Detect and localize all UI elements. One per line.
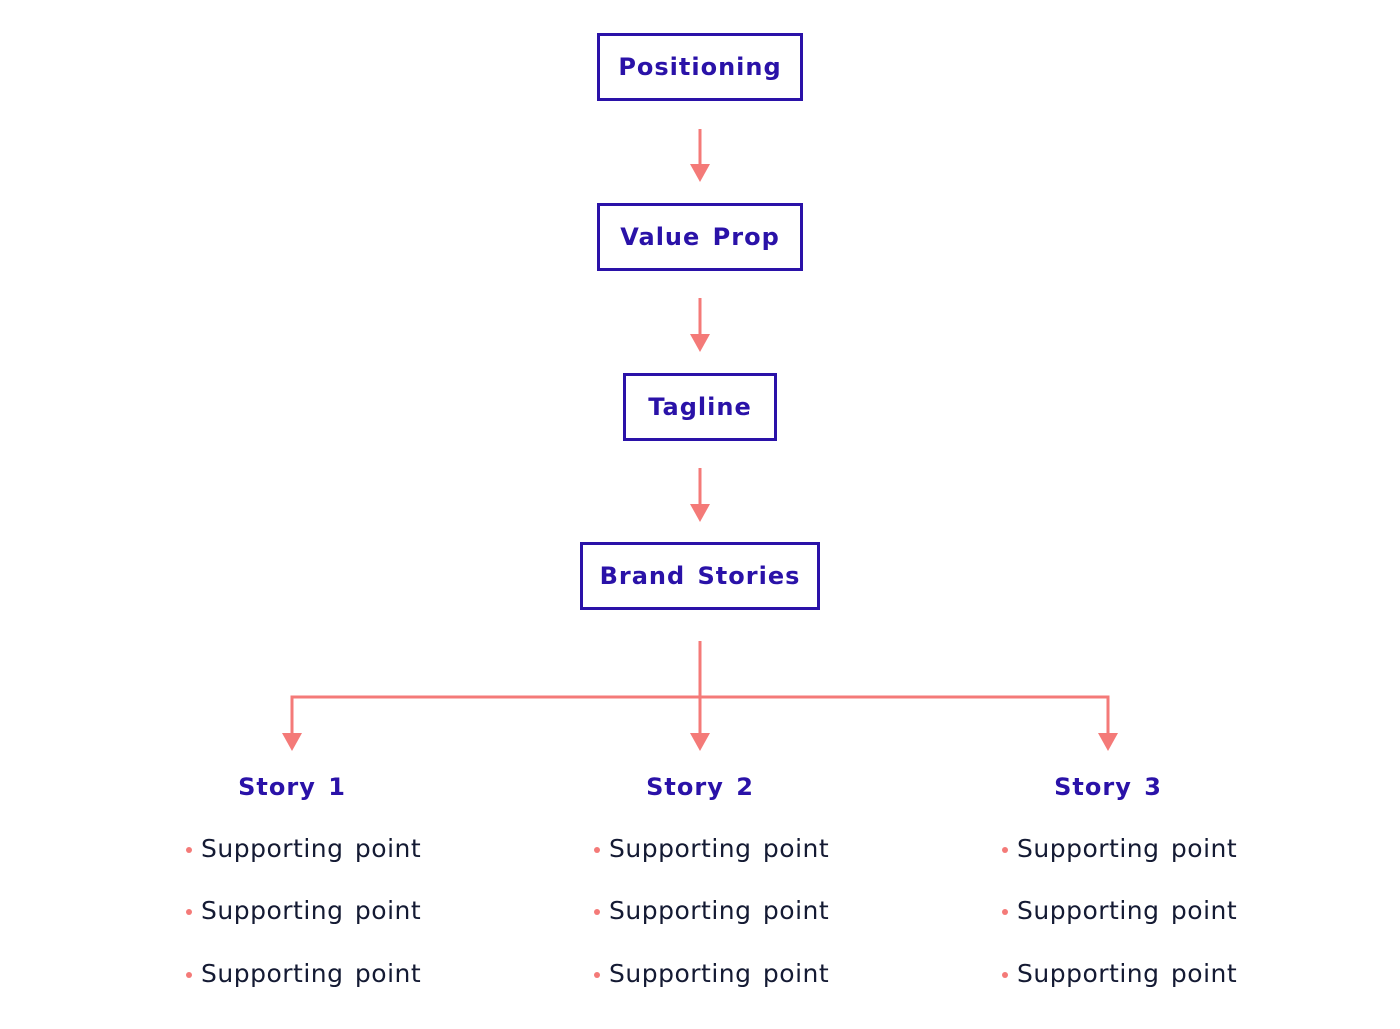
supporting-point-text: Supporting point	[201, 834, 422, 863]
supporting-point-text: Supporting point	[609, 834, 830, 863]
positioning-label: Positioning	[618, 53, 782, 81]
tagline-label: Tagline	[648, 393, 752, 421]
supporting-point-text: Supporting point	[1017, 896, 1238, 925]
story-2-points: Supporting point Supporting point Suppor…	[594, 834, 834, 1004]
bullet-icon	[1002, 972, 1008, 978]
bullet-icon	[594, 972, 600, 978]
brand-stories-label: Brand Stories	[599, 562, 801, 590]
supporting-point-text: Supporting point	[201, 959, 422, 988]
arrowhead	[690, 164, 710, 182]
supporting-point-text: Supporting point	[201, 896, 422, 925]
arrowhead	[690, 504, 710, 522]
story-3-title: Story 3	[1054, 773, 1162, 801]
arrowhead-story-3	[1098, 733, 1118, 751]
brand-stories-box: Brand Stories	[580, 542, 820, 610]
bullet-icon	[594, 909, 600, 915]
value-prop-box: Value Prop	[597, 203, 803, 271]
tagline-box: Tagline	[623, 373, 777, 441]
value-prop-label: Value Prop	[620, 223, 780, 251]
bullet-icon	[1002, 909, 1008, 915]
story-1-title: Story 1	[238, 773, 346, 801]
supporting-point-text: Supporting point	[609, 896, 830, 925]
arrowhead	[690, 334, 710, 352]
bullet-icon	[186, 847, 192, 853]
supporting-point-text: Supporting point	[1017, 959, 1238, 988]
arrowhead-story-2	[690, 733, 710, 751]
supporting-point-text: Supporting point	[609, 959, 830, 988]
story-3-points: Supporting point Supporting point Suppor…	[1002, 834, 1242, 1004]
bullet-icon	[186, 972, 192, 978]
bullet-icon	[594, 847, 600, 853]
branch-line	[290, 695, 1110, 735]
story-2-title: Story 2	[646, 773, 754, 801]
arrowhead-story-1	[282, 733, 302, 751]
bullet-icon	[186, 909, 192, 915]
positioning-box: Positioning	[597, 33, 803, 101]
supporting-point-text: Supporting point	[1017, 834, 1238, 863]
bullet-icon	[1002, 847, 1008, 853]
story-1-points: Supporting point Supporting point Suppor…	[186, 834, 426, 1004]
